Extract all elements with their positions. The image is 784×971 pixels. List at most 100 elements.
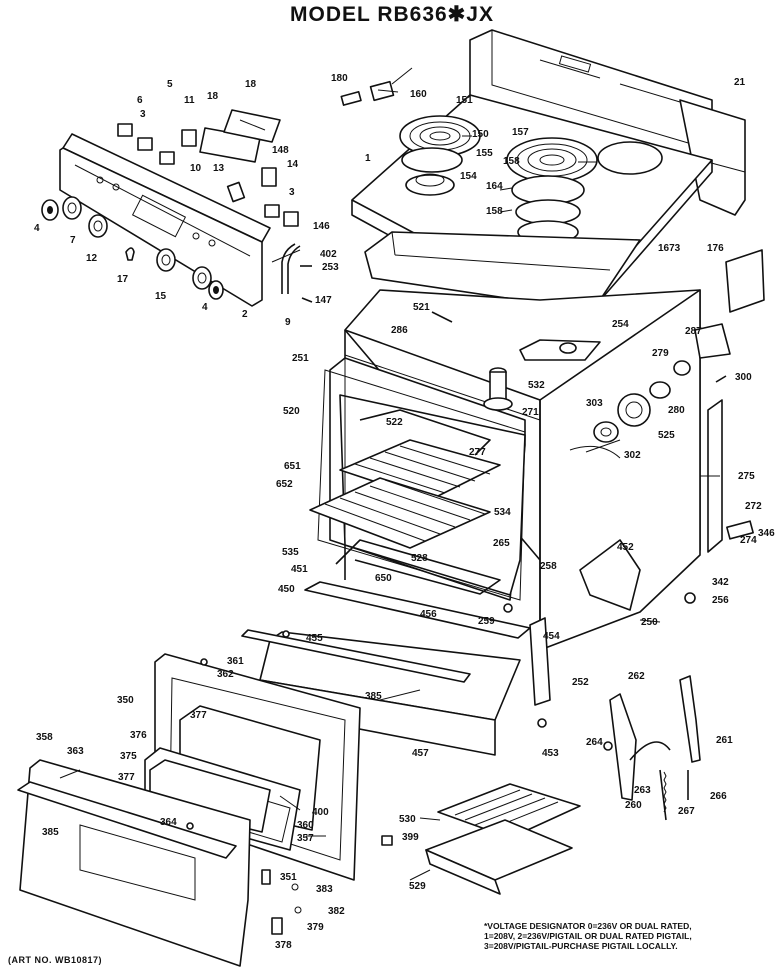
part-label: 378 bbox=[275, 940, 292, 951]
part-label: 265 bbox=[493, 538, 510, 549]
part-label: 302 bbox=[624, 450, 641, 461]
diagram-title: MODEL RB636✱JX bbox=[290, 3, 494, 26]
part-label: 256 bbox=[712, 595, 729, 606]
part-label: 176 bbox=[707, 243, 724, 254]
part-label: 250 bbox=[641, 617, 658, 628]
part-label: 364 bbox=[160, 817, 177, 828]
part-label: 146 bbox=[313, 221, 330, 232]
part-label: 652 bbox=[276, 479, 293, 490]
part-label: 155 bbox=[476, 148, 493, 159]
part-label: 521 bbox=[413, 302, 430, 313]
part-label: 3 bbox=[140, 109, 146, 120]
broil-element-522 bbox=[359, 409, 491, 456]
part-label: 263 bbox=[634, 785, 651, 796]
control-panel bbox=[59, 133, 271, 307]
clip-399 bbox=[381, 835, 393, 846]
part-label: 264 bbox=[586, 737, 603, 748]
clock-plate-18 bbox=[199, 109, 281, 163]
part-label: 529 bbox=[409, 881, 426, 892]
part-label: 346 bbox=[758, 528, 775, 539]
part-label: 522 bbox=[386, 417, 403, 428]
part-label: 13 bbox=[213, 163, 225, 174]
footnote-line: 3=208V/PIGTAIL-PURCHASE PIGTAIL LOCALLY. bbox=[484, 941, 678, 951]
part-label: 357 bbox=[297, 833, 314, 844]
part-label: 286 bbox=[391, 325, 408, 336]
control-knobs bbox=[41, 196, 224, 300]
part-label: 266 bbox=[710, 791, 727, 802]
vent-duct-532 bbox=[483, 367, 513, 411]
part-label: 279 bbox=[652, 348, 669, 359]
part-label: 158 bbox=[503, 156, 520, 167]
bracket-287 bbox=[673, 323, 731, 376]
oven-rack-lower bbox=[309, 477, 491, 549]
part-label: 275 bbox=[738, 471, 755, 482]
part-label: 520 bbox=[283, 406, 300, 417]
part-label: 650 bbox=[375, 573, 392, 584]
part-label: 158 bbox=[486, 206, 503, 217]
part-label: 4 bbox=[202, 302, 208, 313]
part-label: 267 bbox=[678, 806, 695, 817]
part-label: 342 bbox=[712, 577, 729, 588]
part-label: 262 bbox=[628, 671, 645, 682]
part-label: 362 bbox=[217, 669, 234, 680]
part-label: 651 bbox=[284, 461, 301, 472]
surface-unit-small bbox=[399, 115, 481, 196]
part-label: 457 bbox=[412, 748, 429, 759]
part-label: 535 bbox=[282, 547, 299, 558]
part-label: 361 bbox=[227, 656, 244, 667]
part-label: 21 bbox=[734, 77, 746, 88]
leader-lines bbox=[59, 89, 720, 881]
footnote-line: *VOLTAGE DESIGNATOR 0=236V OR DUAL RATED… bbox=[484, 921, 692, 931]
part-label: 528 bbox=[411, 553, 428, 564]
small-hardware bbox=[186, 265, 727, 830]
part-label: 160 bbox=[410, 89, 427, 100]
part-label: 303 bbox=[586, 398, 603, 409]
part-label: 358 bbox=[36, 732, 53, 743]
part-label: 18 bbox=[207, 91, 219, 102]
part-label: 157 bbox=[512, 127, 529, 138]
part-label: 383 bbox=[316, 884, 333, 895]
part-label: 376 bbox=[130, 730, 147, 741]
bake-element-650 bbox=[335, 539, 501, 595]
part-label: 379 bbox=[307, 922, 324, 933]
rear-panel-21 bbox=[679, 99, 746, 216]
part-label: 11 bbox=[184, 95, 195, 106]
part-label: 272 bbox=[745, 501, 762, 512]
part-label: 452 bbox=[617, 542, 634, 553]
part-label: 287 bbox=[685, 326, 702, 337]
footnote-line: 1=208V, 2=236V/PIGTAIL OR DUAL RATED PIG… bbox=[484, 931, 692, 941]
part-label: 271 bbox=[522, 407, 539, 418]
part-label: 534 bbox=[494, 507, 511, 518]
part-label: 377 bbox=[118, 772, 135, 783]
part-label: 18 bbox=[245, 79, 257, 90]
part-label: 14 bbox=[287, 159, 299, 170]
part-label: 12 bbox=[86, 253, 98, 264]
part-label: 385 bbox=[365, 691, 382, 702]
part-label: 1 bbox=[365, 153, 371, 164]
part-label: 254 bbox=[612, 319, 629, 330]
vent-254 bbox=[519, 339, 601, 361]
part-label: 451 bbox=[291, 564, 308, 575]
part-label: 154 bbox=[460, 171, 477, 182]
art-number: (ART NO. WB10817) bbox=[8, 955, 103, 965]
terminal-block-160 bbox=[340, 67, 413, 106]
door-front-panel-358 bbox=[17, 759, 251, 967]
part-label: 2 bbox=[242, 309, 248, 320]
part-label: 377 bbox=[190, 710, 207, 721]
part-label: 5 bbox=[167, 79, 173, 90]
part-label: 253 bbox=[322, 262, 339, 273]
part-label: 454 bbox=[543, 631, 560, 642]
voltage-footnote: *VOLTAGE DESIGNATOR 0=236V OR DUAL RATED… bbox=[484, 921, 692, 951]
part-label: 252 bbox=[572, 677, 589, 688]
part-label: 261 bbox=[716, 735, 733, 746]
part-label: 455 bbox=[306, 633, 323, 644]
part-label: 360 bbox=[297, 820, 314, 831]
thermostat-525 bbox=[569, 381, 671, 459]
side-trim-252 bbox=[529, 617, 551, 706]
part-label: 382 bbox=[328, 906, 345, 917]
lead-wire-9 bbox=[281, 243, 301, 294]
part-label: 4 bbox=[34, 223, 40, 234]
part-label: 259 bbox=[478, 616, 495, 627]
part-label: 3 bbox=[289, 187, 295, 198]
